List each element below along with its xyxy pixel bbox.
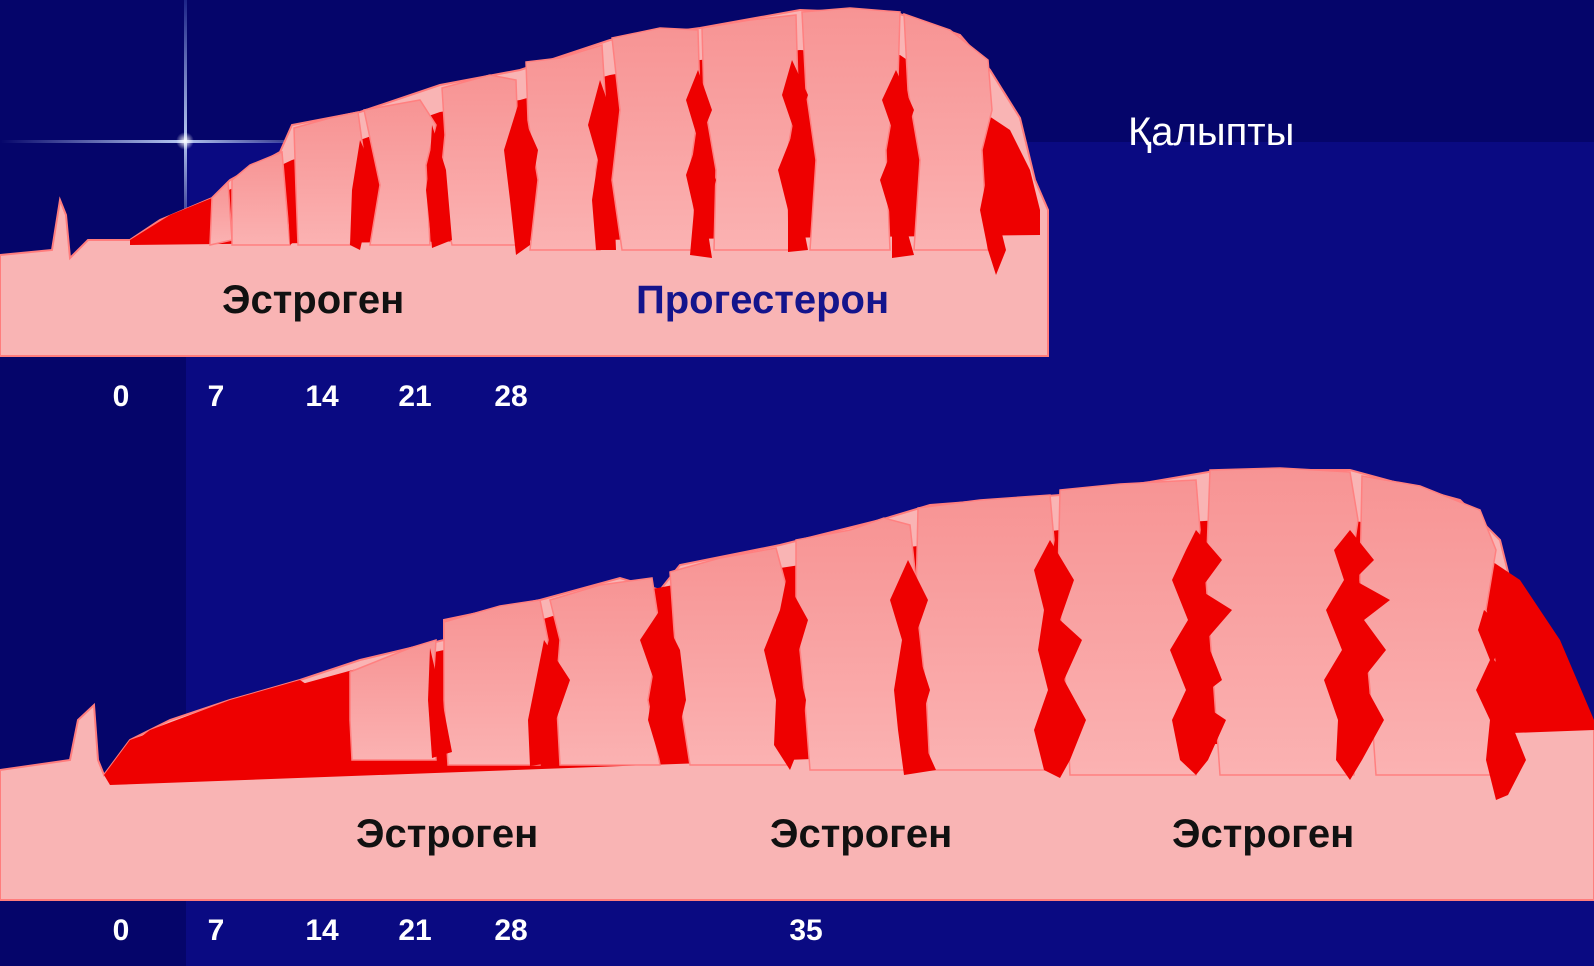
bottom-label-estrogen-1: Эстроген [356, 812, 538, 857]
top-column-8 [702, 15, 798, 250]
bottom-axis-tick: 28 [494, 914, 527, 948]
top-endometrium [0, 8, 1048, 356]
bottom-column-5 [796, 518, 916, 770]
top-column-7 [612, 28, 700, 250]
top-axis-tick: 14 [305, 380, 338, 414]
bottom-column-6 [916, 495, 1054, 770]
bottom-axis-tick: 7 [208, 914, 225, 948]
bottom-column-9 [1360, 476, 1500, 775]
bottom-label-estrogen-2: Эстроген [770, 812, 952, 857]
top-label-progesterone: Прогестерон [636, 278, 889, 323]
bottom-label-estrogen-3: Эстроген [1172, 812, 1354, 857]
bottom-column-3 [550, 578, 660, 765]
top-axis-tick: 7 [208, 380, 225, 414]
chart-title: Қалыпты [1128, 110, 1294, 155]
top-axis-tick: 28 [494, 380, 527, 414]
top-column-9 [802, 8, 900, 250]
bottom-column-1 [350, 640, 436, 760]
top-column-2 [232, 152, 290, 245]
top-column-10 [904, 14, 992, 250]
bottom-axis-tick: 14 [305, 914, 338, 948]
bottom-axis-tick: 21 [398, 914, 431, 948]
bottom-axis-tick: 0 [113, 914, 130, 948]
top-axis-tick: 21 [398, 380, 431, 414]
top-label-estrogen: Эстроген [222, 278, 404, 323]
top-column-1 [210, 182, 232, 245]
bottom-axis-tick: 35 [789, 914, 822, 948]
top-axis-tick: 0 [113, 380, 130, 414]
